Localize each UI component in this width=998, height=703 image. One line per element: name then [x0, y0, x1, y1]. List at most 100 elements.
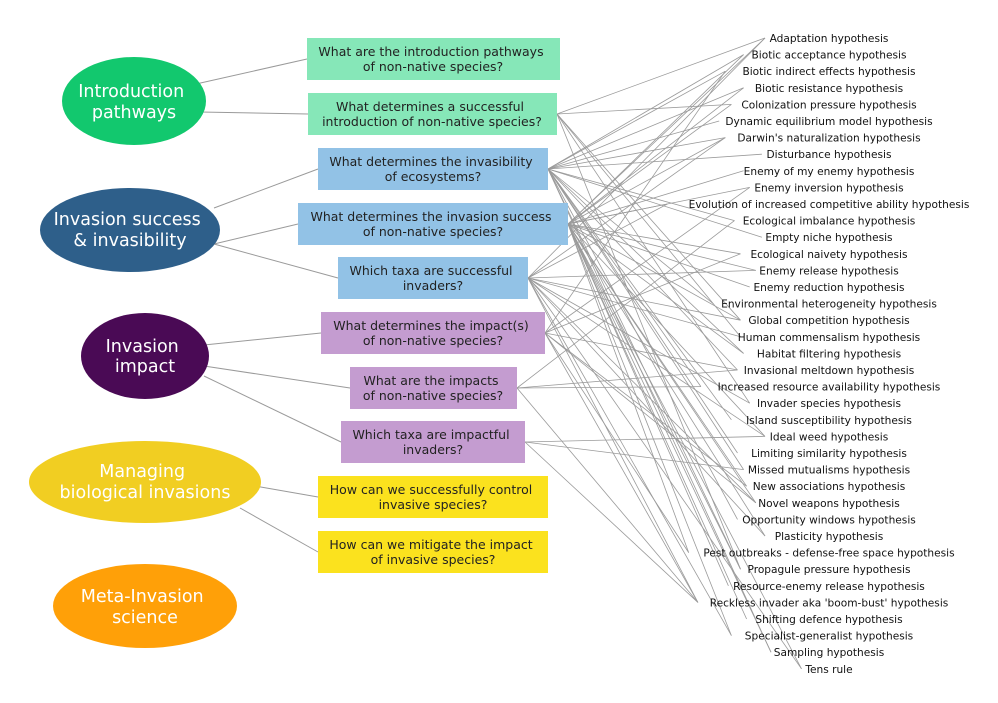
question-hypothesis-link	[567, 223, 741, 570]
question-hypothesis-link	[527, 270, 756, 279]
topic-introduction-pathways[interactable]: Introduction pathways	[62, 57, 206, 145]
question-hypothesis-link	[516, 387, 699, 603]
hypothesis-label[interactable]: Darwin's naturalization hypothesis	[737, 133, 920, 145]
hypothesis-label[interactable]: Disturbance hypothesis	[766, 149, 891, 161]
svg-text:What are the introduction path: What are the introduction pathways of no…	[318, 44, 547, 74]
hypothesis-label[interactable]: Sampling hypothesis	[774, 647, 885, 659]
question-line-1: What are the introduction pathways	[318, 44, 543, 59]
hypothesis-label[interactable]: Enemy of my enemy hypothesis	[744, 166, 915, 178]
question-hypothesis-link	[547, 168, 738, 454]
hypothesis-label[interactable]: Empty niche hypothesis	[765, 232, 892, 244]
svg-text:What determines a successful: What determines a successful introductio…	[322, 99, 542, 129]
topic-invasion-impact[interactable]: Invasion impact	[81, 313, 209, 399]
hypothesis-label[interactable]: Evolution of increased competitive abili…	[689, 199, 970, 211]
hypothesis-label[interactable]: Global competition hypothesis	[748, 315, 909, 327]
hypothesis-label[interactable]: Specialist-generalist hypothesis	[745, 631, 913, 643]
question-hypothesis-link	[567, 104, 732, 225]
question-hypothesis-link	[527, 203, 668, 279]
hypothesis-label[interactable]: Resource-enemy release hypothesis	[733, 581, 925, 593]
question-hypothesis-link	[527, 277, 802, 670]
hypothesis-label[interactable]: Propagule pressure hypothesis	[748, 564, 911, 576]
hypothesis-label[interactable]: Invader species hypothesis	[757, 398, 901, 410]
topic-meta-invasion-science[interactable]: Meta-Invasion science	[53, 564, 237, 648]
question-hypothesis-link	[567, 170, 744, 225]
question-successful-taxa[interactable]: Which taxa are successful invaders?	[338, 257, 528, 299]
hypothesis-label[interactable]: Dynamic equilibrium model hypothesis	[725, 116, 932, 128]
question-hypothesis-link	[516, 386, 701, 389]
hypothesis-label[interactable]: Plasticity hypothesis	[775, 531, 884, 543]
question-box	[307, 38, 560, 80]
topic-label-line-1: Introduction	[78, 82, 184, 102]
svg-text:What determines the impact(s): What determines the impact(s) of non-nat…	[333, 318, 532, 348]
question-hypothesis-link	[527, 277, 766, 437]
question-line-1: What determines the impact(s)	[333, 318, 528, 333]
topic-label-line-1: Managing	[99, 462, 185, 482]
question-invasion-success[interactable]: What determines the invasion success of …	[298, 203, 568, 245]
hypothesis-label[interactable]: Biotic acceptance hypothesis	[752, 50, 907, 62]
hypothesis-label[interactable]: Ecological naivety hypothesis	[750, 249, 907, 261]
question-hypothesis-link	[556, 113, 741, 321]
hypothesis-label[interactable]: Tens rule	[804, 664, 852, 676]
question-hypothesis-link	[547, 153, 762, 170]
question-line-1: Which taxa are successful	[350, 263, 513, 278]
question-line-1: What determines a successful	[336, 99, 524, 114]
question-hypothesis-link	[544, 253, 741, 334]
question-impact-determinants[interactable]: What determines the impact(s) of non-nat…	[321, 312, 545, 354]
question-successful-introduction[interactable]: What determines a successful introductio…	[308, 93, 557, 135]
topic-question-link	[203, 332, 322, 346]
question-line-1: What determines the invasion success	[310, 209, 551, 224]
question-hypothesis-link	[556, 113, 741, 570]
question-hypothesis-link	[567, 223, 747, 620]
svg-text:Managing biological inva: Managing biological invasions	[60, 462, 231, 503]
hypothesis-label[interactable]: Missed mutualisms hypothesis	[748, 465, 910, 477]
hypothesis-label[interactable]: Reckless invader aka 'boom-bust' hypothe…	[710, 597, 949, 609]
svg-text:Meta-Invasion science: Meta-Invasion science	[81, 587, 209, 628]
question-invasibility-of-ecosystems[interactable]: What determines the invasibility of ecos…	[318, 148, 548, 190]
hypothesis-label[interactable]: Adaptation hypothesis	[770, 33, 889, 45]
question-hypothesis-link	[544, 332, 738, 371]
hypothesis-label[interactable]: Human commensalism hypothesis	[738, 332, 920, 344]
hypothesis-label[interactable]: Ideal weed hypothesis	[770, 431, 889, 443]
question-hypothesis-link	[567, 223, 741, 321]
hypothesis-label[interactable]: Pest outbreaks - defense-free space hypo…	[703, 548, 954, 560]
question-hypothesis-link	[556, 104, 732, 115]
hypothesis-label[interactable]: Enemy reduction hypothesis	[753, 282, 904, 294]
question-impacts[interactable]: What are the impacts of non-native speci…	[350, 367, 517, 409]
question-hypothesis-link	[547, 70, 726, 170]
question-hypothesis-link	[527, 277, 757, 504]
hypothesis-label[interactable]: Opportunity windows hypothesis	[742, 514, 916, 526]
question-box	[318, 531, 548, 573]
topic-label-line-2: & invasibility	[73, 231, 186, 251]
hypothesis-label[interactable]: Biotic indirect effects hypothesis	[742, 66, 915, 78]
hypothesis-label[interactable]: Shifting defence hypothesis	[755, 614, 902, 626]
hypothesis-label[interactable]: Enemy release hypothesis	[759, 265, 898, 277]
hypothesis-label[interactable]: Environmental heterogeneity hypothesis	[721, 299, 937, 311]
hypothesis-label[interactable]: Colonization pressure hypothesis	[741, 99, 916, 111]
question-impactful-taxa[interactable]: Which taxa are impactful invaders?	[341, 421, 525, 463]
question-control-invasive[interactable]: How can we successfully control invasive…	[318, 476, 548, 518]
hypothesis-label[interactable]: New associations hypothesis	[753, 481, 905, 493]
question-hypothesis-link	[567, 223, 732, 636]
question-hypothesis-link	[547, 137, 726, 170]
question-line-1: How can we mitigate the impact	[329, 537, 532, 552]
hypothesis-label[interactable]: Habitat filtering hypothesis	[757, 348, 901, 360]
question-hypothesis-link	[544, 332, 757, 504]
question-hypothesis-link	[567, 223, 756, 271]
hypothesis-label[interactable]: Invasional meltdown hypothesis	[744, 365, 915, 377]
hypothesis-label[interactable]: Biotic resistance hypothesis	[755, 83, 903, 95]
question-hypothesis-link	[567, 223, 690, 553]
question-hypothesis-link	[527, 277, 750, 404]
hypothesis-label[interactable]: Novel weapons hypothesis	[758, 498, 900, 510]
hypothesis-label[interactable]: Island susceptibility hypothesis	[746, 415, 912, 427]
hypothesis-label[interactable]: Ecological imbalance hypothesis	[743, 216, 916, 228]
question-introduction-pathways[interactable]: What are the introduction pathways of no…	[307, 38, 560, 80]
topic-managing-invasions[interactable]: Managing biological invasions	[29, 441, 261, 523]
svg-text:Introduction pathways: Introduction pathways	[78, 82, 190, 123]
question-line-2: of invasive species?	[371, 552, 496, 567]
topic-invasion-success[interactable]: Invasion success & invasibility	[40, 188, 220, 272]
question-mitigate-impact[interactable]: How can we mitigate the impact of invasi…	[318, 531, 548, 573]
hypothesis-label[interactable]: Enemy inversion hypothesis	[754, 182, 903, 194]
hypothesis-label[interactable]: Limiting similarity hypothesis	[751, 448, 907, 460]
topic-ellipse	[81, 313, 209, 399]
hypothesis-label[interactable]: Increased resource availability hypothes…	[718, 382, 941, 394]
